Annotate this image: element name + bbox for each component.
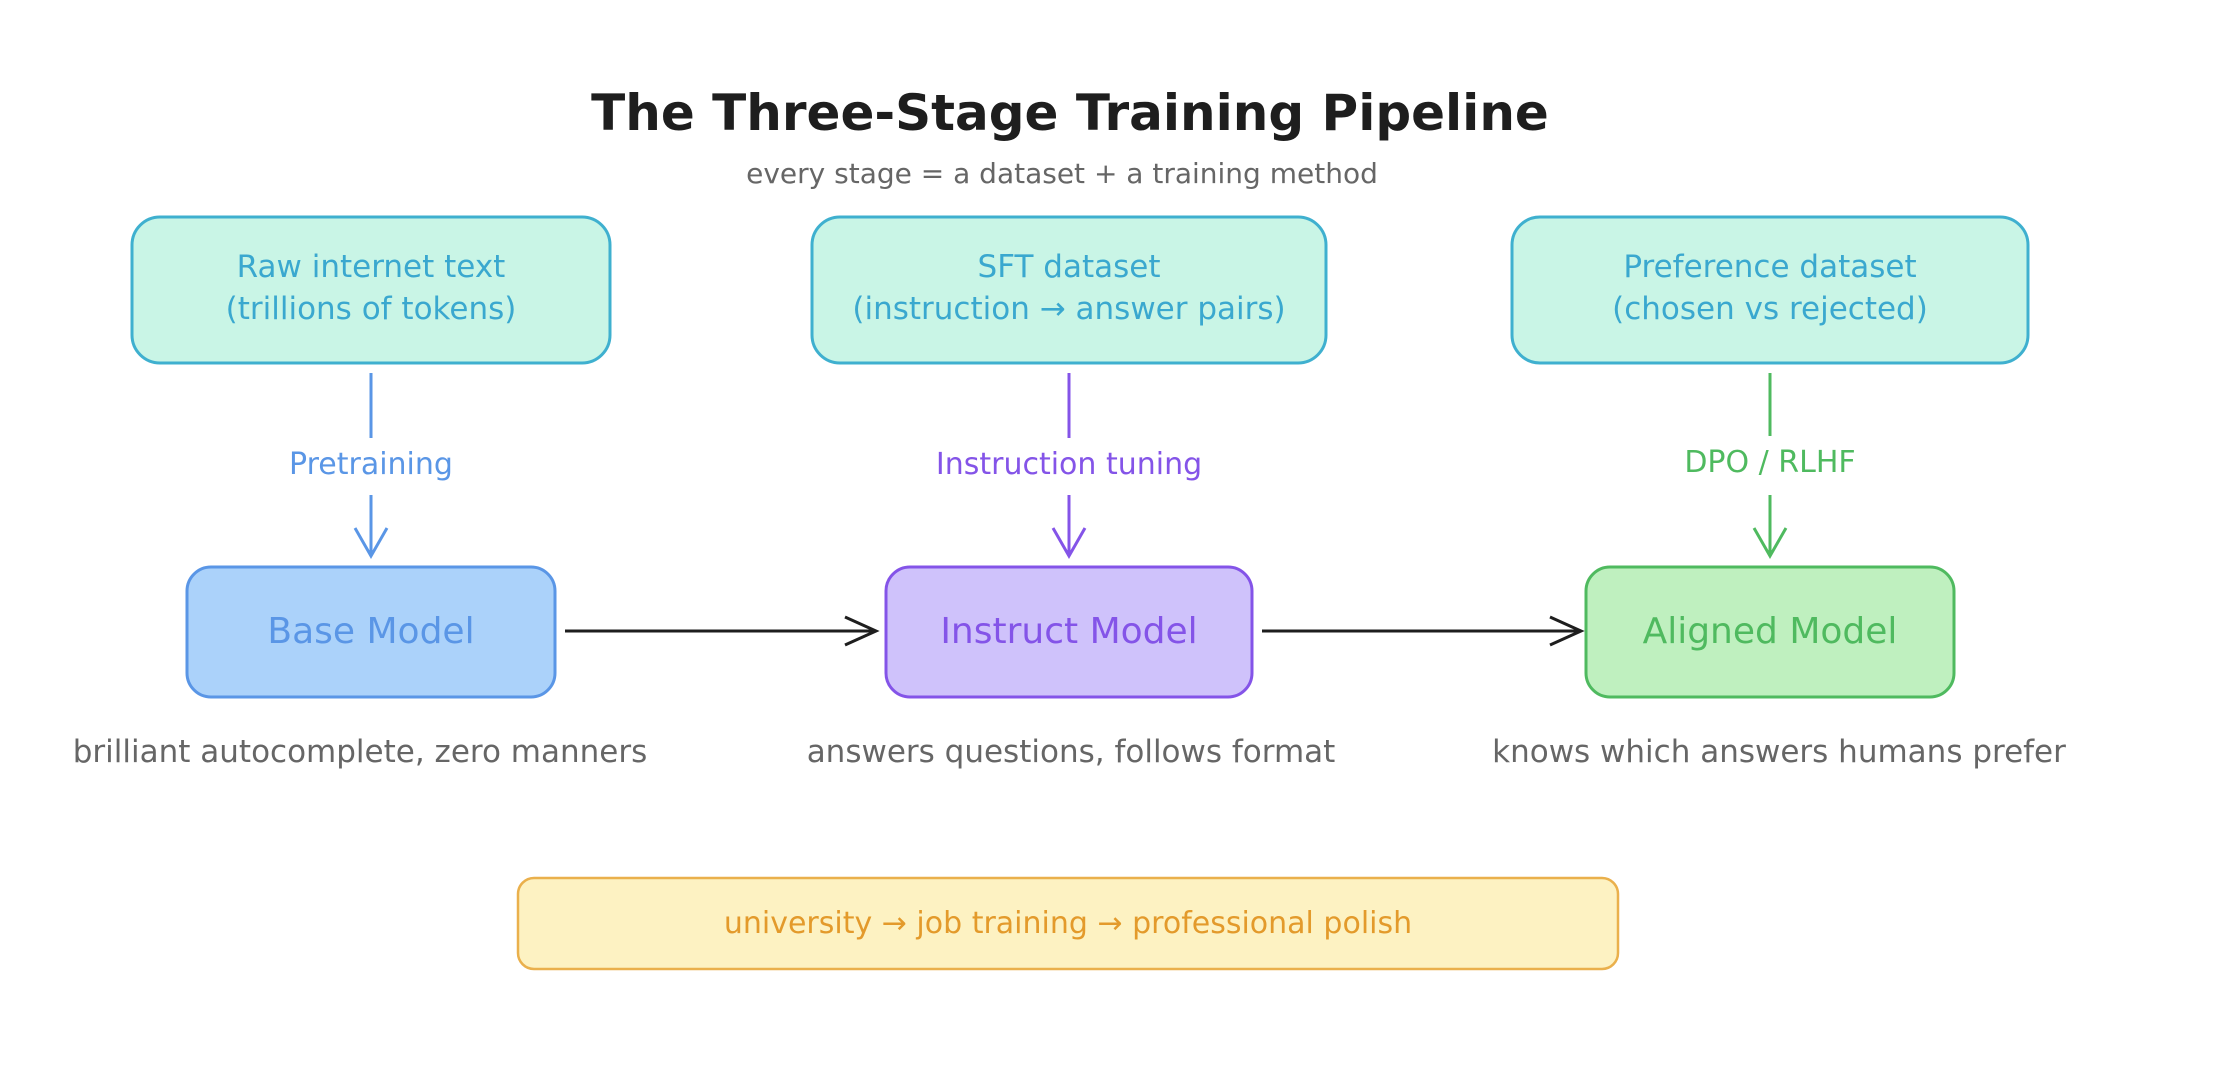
method-label-instruction-tuning: Instruction tuning xyxy=(936,447,1202,482)
instruct-to-aligned-arrow xyxy=(1262,615,1585,647)
dataset-box-preference: Preference dataset (chosen vs rejected) xyxy=(1510,215,2030,365)
model-label-aligned: Aligned Model xyxy=(1643,611,1898,652)
dataset-label-line1: Raw internet text xyxy=(237,249,506,285)
pretraining-arrow: Pretraining xyxy=(289,373,453,560)
diagram-title: The Three-Stage Training Pipeline xyxy=(591,84,1549,142)
dataset-box-raw-text: Raw internet text (trillions of tokens) xyxy=(130,215,612,365)
description-instruct: answers questions, follows format xyxy=(807,734,1336,770)
diagram-subtitle: every stage = a dataset + a training met… xyxy=(746,157,1378,190)
instruct-model-box: Instruct Model xyxy=(884,565,1254,699)
analogy-text: university → job training → professional… xyxy=(724,906,1412,941)
dataset-box-sft: SFT dataset (instruction → answer pairs) xyxy=(810,215,1328,365)
model-label-instruct: Instruct Model xyxy=(940,611,1197,652)
base-to-instruct-arrow xyxy=(565,615,880,647)
method-label-dpo-rlhf: DPO / RLHF xyxy=(1684,445,1855,480)
dataset-label-line2: (instruction → answer pairs) xyxy=(852,291,1285,327)
dataset-label-line2: (trillions of tokens) xyxy=(226,291,517,327)
description-base: brilliant autocomplete, zero manners xyxy=(73,734,647,770)
instruction-tuning-arrow: Instruction tuning xyxy=(936,373,1202,560)
dataset-label-line1: SFT dataset xyxy=(978,249,1161,285)
dataset-label-line2: (chosen vs rejected) xyxy=(1612,291,1928,327)
method-label-pretraining: Pretraining xyxy=(289,447,453,482)
base-model-box: Base Model xyxy=(185,565,557,699)
dpo-rlhf-arrow: DPO / RLHF xyxy=(1684,373,1856,560)
model-label-base: Base Model xyxy=(267,611,474,652)
aligned-model-box: Aligned Model xyxy=(1584,565,1956,699)
dataset-label-line1: Preference dataset xyxy=(1623,249,1916,285)
description-aligned: knows which answers humans prefer xyxy=(1492,734,2066,770)
analogy-box: university → job training → professional… xyxy=(516,876,1620,971)
